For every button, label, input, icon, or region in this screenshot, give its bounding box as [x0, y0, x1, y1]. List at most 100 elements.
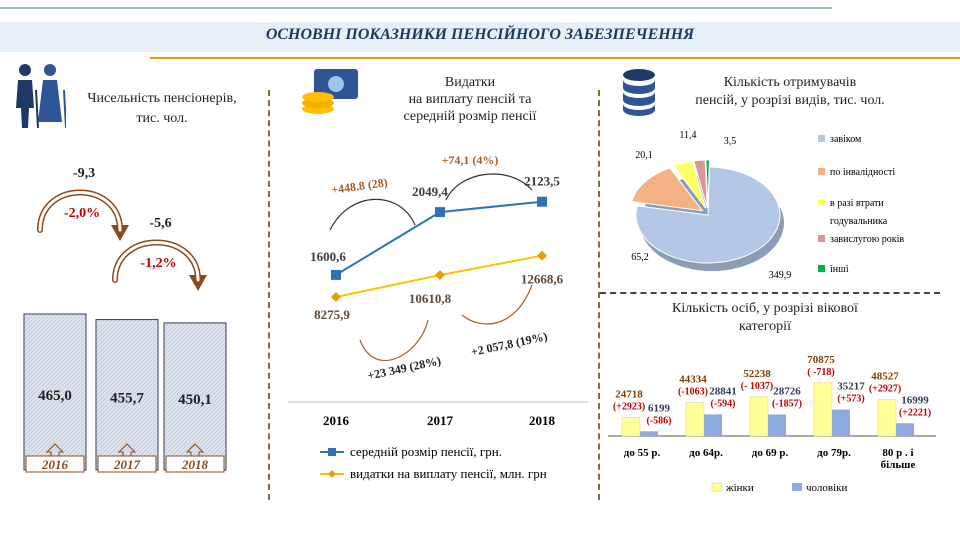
age-category-label: до 55 р.	[624, 447, 661, 459]
pie-legend-swatch	[818, 168, 825, 175]
x-tick-label: 2018	[529, 413, 556, 428]
age-category-label: до 79р.	[817, 447, 851, 459]
change-pct-label: -2,0%	[64, 206, 100, 221]
change-abs-label: -9,3	[73, 166, 95, 181]
series-data-label: 1600,6	[310, 249, 346, 264]
pie-legend-label: завіком	[830, 134, 862, 145]
recipients-title-line2: пенсій, у розрізі видів, тис. чол.	[695, 93, 885, 108]
pie-legend-swatch	[818, 135, 825, 142]
divider-left	[268, 90, 270, 500]
bottom-curved-arrow	[359, 319, 429, 361]
top-curved-arrow	[445, 173, 533, 201]
female-change-label: ( -718)	[807, 367, 835, 378]
x-tick-label: 2016	[323, 413, 350, 428]
divider-horizontal	[600, 292, 940, 294]
female-bar	[813, 382, 833, 437]
gold-decorative-line	[150, 57, 960, 59]
database-icon	[623, 69, 655, 116]
pie-legend-label: інші	[830, 264, 849, 275]
age-category-label: більше	[881, 459, 916, 471]
male-value-label: 6199	[648, 402, 671, 414]
pie-value-label: 3,5	[724, 136, 737, 147]
age-bar-chart: 24718(+2923)6199(-586)до 55 р.44334(-106…	[608, 354, 936, 494]
female-value-label: 44334	[679, 374, 707, 386]
bottom-curved-arrow	[461, 284, 533, 325]
male-value-label: 28841	[709, 385, 737, 397]
pensioner-bar-2018	[163, 322, 227, 471]
pie-legend-swatch	[818, 199, 825, 206]
up-arrow-icon	[117, 443, 137, 457]
male-change-label: (-586)	[647, 415, 672, 426]
change-pct-label: -1,2%	[140, 256, 176, 271]
female-value-label: 48527	[871, 371, 899, 383]
age-category-label: 80 р . і	[882, 447, 913, 459]
legend-swatch-male	[792, 483, 802, 491]
male-value-label: 28726	[773, 385, 801, 397]
male-bar	[640, 431, 658, 436]
pie-legend-label: годувальника	[830, 216, 888, 227]
top-decorative-line	[0, 7, 832, 9]
male-change-label: (-1857)	[772, 398, 802, 409]
up-arrow-icon	[45, 443, 65, 457]
pie-slice-1	[635, 166, 781, 264]
male-value-label: 35217	[837, 381, 865, 393]
year-label: 2018	[181, 457, 209, 472]
female-change-label: (+2923)	[613, 401, 645, 412]
male-change-label: (+573)	[837, 394, 864, 405]
series-data-label: 10610,8	[409, 291, 452, 306]
male-bar	[896, 423, 914, 436]
top-curved-arrow	[329, 198, 416, 231]
male-value-label: 16999	[901, 394, 929, 406]
female-change-label: (+2927)	[869, 384, 901, 395]
expenses-title-line1: Видатки	[444, 75, 496, 90]
series-data-label: 2123,5	[524, 174, 560, 189]
pensioners-bar-chart: 465,02016455,72017450,12018-9,3-2,0%-5,6…	[23, 166, 227, 473]
female-bar	[685, 402, 705, 437]
female-bar	[749, 396, 769, 437]
male-change-label: (+2221)	[899, 407, 931, 418]
pie-legend-label: по інвалідності	[830, 167, 895, 178]
expenses-title-line2: на виплату пенсій та	[408, 92, 532, 107]
top-annotation: +448.8 (28)	[330, 175, 388, 197]
year-label: 2016	[41, 457, 69, 472]
pie-value-label: 20,1	[635, 150, 653, 161]
page-title: ОСНОВНІ ПОКАЗНИКИ ПЕНСІЙНОГО ЗАБЕЗПЕЧЕНН…	[265, 26, 695, 43]
female-value-label: 24718	[615, 388, 643, 400]
pensioners-title-line2: тис. чол.	[136, 111, 188, 126]
legend-marker-expenses	[328, 470, 336, 478]
expenses-marker	[435, 270, 445, 281]
change-arrow-head	[111, 225, 129, 241]
age-title-line2: категорії	[739, 319, 791, 334]
male-bar	[768, 414, 786, 436]
expenses-line-chart: 1600,62049,42123,58275,910610,812668,620…	[288, 153, 588, 481]
avg-pension-marker	[331, 269, 341, 280]
pie-legend-swatch	[818, 235, 825, 242]
pie-slice-5	[705, 159, 710, 209]
pie-slice-3	[672, 160, 707, 209]
avg-pension-marker	[537, 196, 547, 207]
pensioners-title-line1: Чисельність пенсіонерів,	[87, 91, 237, 106]
top-annotation: +74,1 (4%)	[442, 153, 499, 167]
avg-pension-marker	[435, 207, 445, 218]
pie-value-label: 11,4	[679, 130, 696, 141]
male-bar	[832, 409, 850, 436]
legend-swatch-female	[711, 482, 723, 492]
male-bar	[704, 414, 722, 436]
age-category-label: до 69 р.	[752, 447, 789, 459]
money-coins-icon	[302, 69, 358, 114]
legend-label-female: жінки	[725, 482, 754, 494]
change-abs-label: -5,6	[149, 216, 171, 231]
male-change-label: (-594)	[711, 398, 736, 409]
legend-label-expenses: видатки на виплату пенсії, млн. грн	[350, 466, 547, 481]
female-bar	[877, 399, 897, 437]
series-data-label: 2049,4	[412, 184, 448, 199]
legend-marker-avg	[328, 448, 336, 456]
year-label: 2017	[113, 457, 141, 472]
female-bar	[621, 417, 641, 437]
x-tick-label: 2017	[427, 413, 454, 428]
bottom-annotation: +23 349 (28%)	[366, 353, 442, 382]
bottom-annotation: +2 057,8 (19%)	[470, 329, 549, 359]
pie-legend-label: завислугою років	[830, 234, 904, 245]
pensioner-value-label: 450,1	[178, 392, 212, 408]
